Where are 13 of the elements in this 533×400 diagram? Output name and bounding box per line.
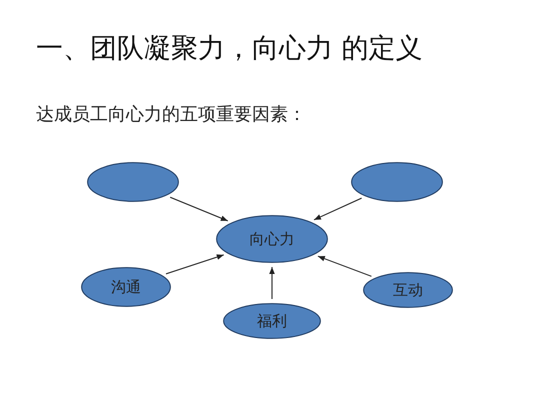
empty-ellipse: [87, 162, 179, 202]
slide-title: 一、团队凝聚力，向心力 的定义: [36, 32, 423, 66]
arrow: [269, 266, 275, 300]
arrow: [314, 198, 362, 220]
factor-ellipse: 互动: [363, 272, 453, 308]
arrow: [317, 256, 372, 277]
arrow: [170, 196, 228, 222]
center-ellipse: 向心力: [216, 215, 328, 263]
factor-ellipse: 福利: [223, 303, 321, 339]
empty-ellipse: [351, 162, 443, 202]
subtitle-text: 达成员工向心力的五项重要因素：: [36, 103, 306, 126]
factor-ellipse: 沟通: [81, 267, 171, 307]
arrow: [165, 254, 224, 274]
